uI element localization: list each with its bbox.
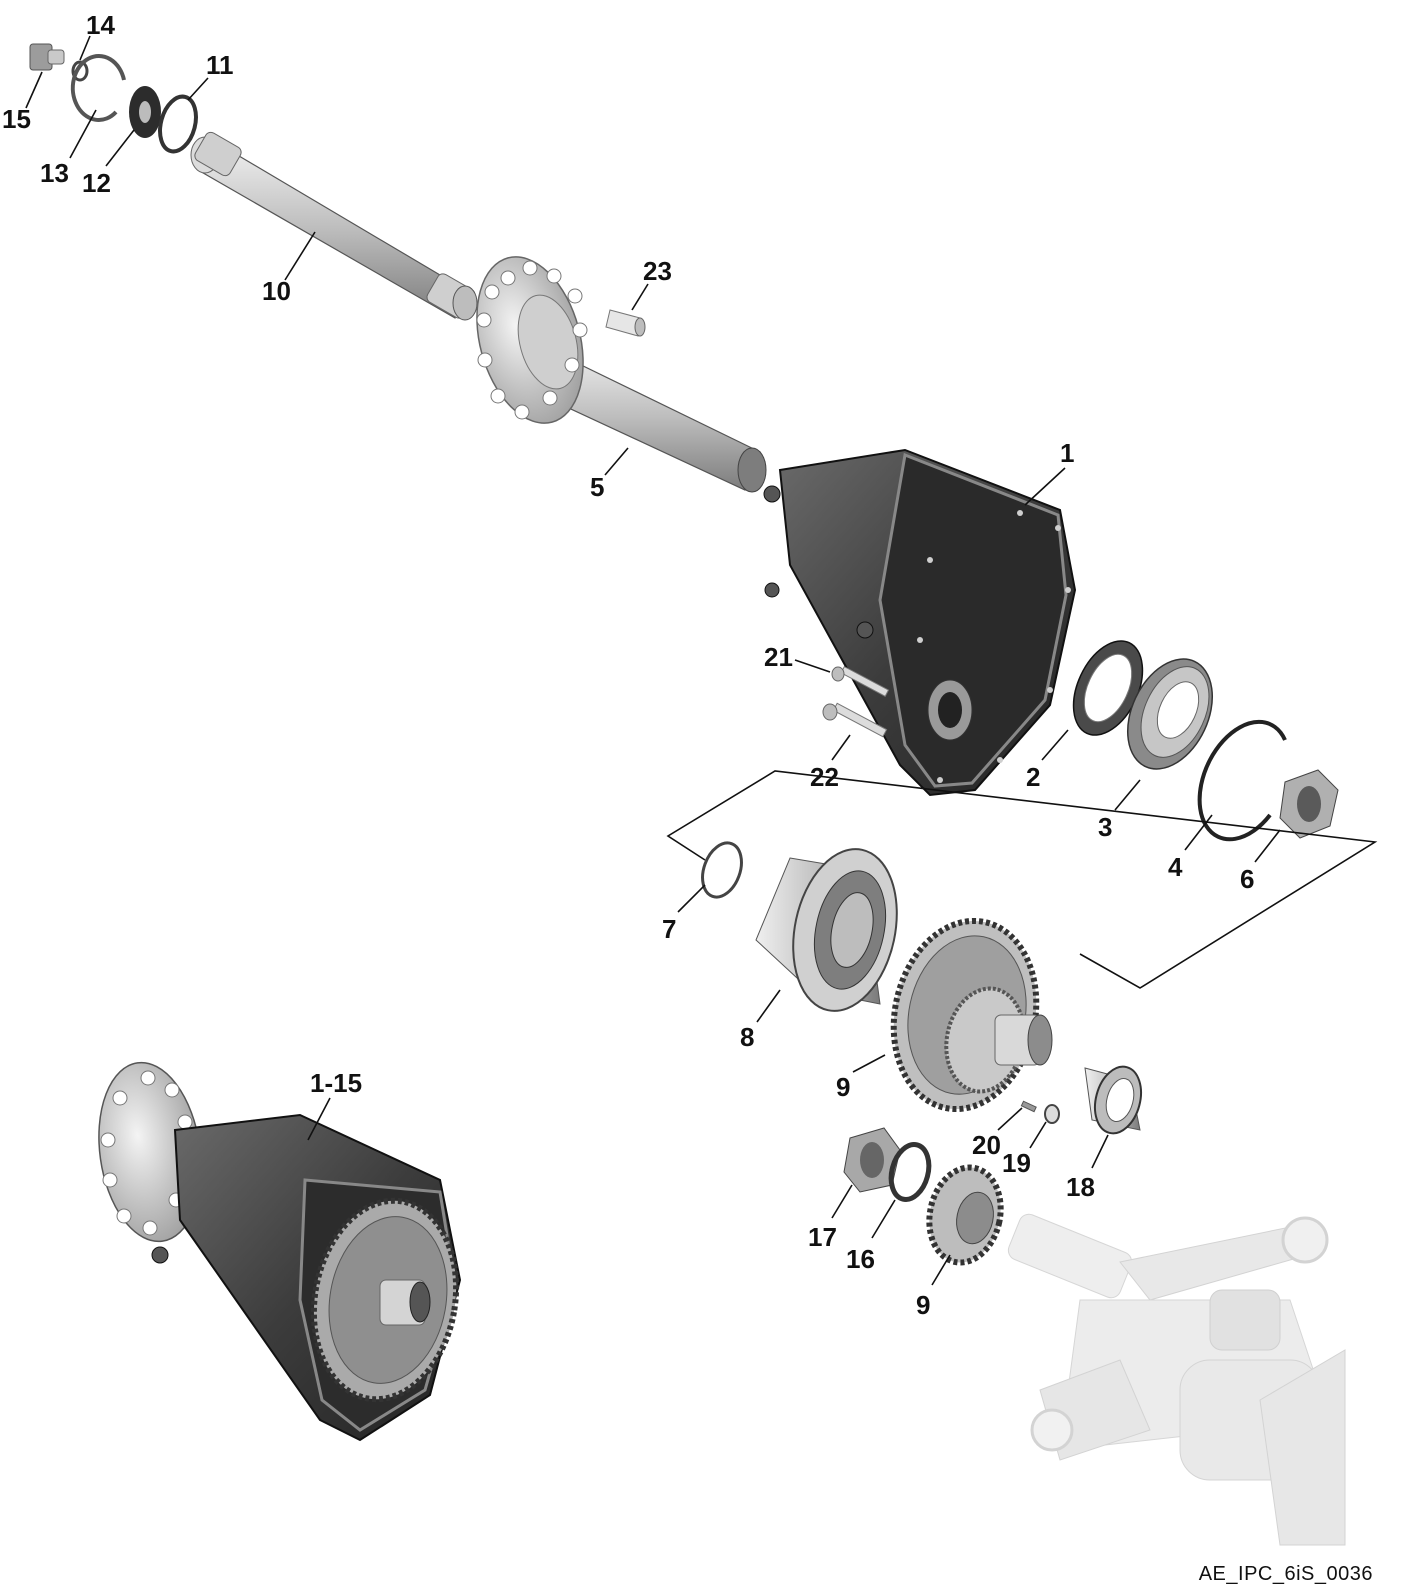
callout-9-large-gear: 9 [836, 1072, 850, 1102]
leader-lines [25, 35, 1281, 1286]
figure-code: AE_IPC_6iS_0036 [1198, 1563, 1373, 1585]
bolt-21 [831, 665, 890, 697]
callout-7: 7 [662, 914, 676, 944]
callout-12: 12 [82, 168, 111, 198]
small-gear-9 [926, 1164, 1004, 1266]
nut-6 [1279, 769, 1339, 839]
callout-1: 1 [1060, 438, 1074, 468]
washer-16 [888, 1142, 932, 1202]
transmission-housing-1 [763, 448, 1077, 797]
large-gear-9 [890, 917, 1053, 1113]
callout-20: 20 [972, 1130, 1001, 1160]
callout-15: 15 [2, 104, 31, 134]
kit-bracket [666, 770, 1378, 989]
nut-17 [843, 1127, 901, 1193]
washer-19 [1044, 1104, 1060, 1124]
callout-13: 13 [40, 158, 69, 188]
circlip-13 [70, 53, 126, 122]
callout-18: 18 [1066, 1172, 1095, 1202]
flanged-shaft-5 [476, 256, 767, 493]
callout-14: 14 [86, 10, 115, 40]
callout-labels: 15 14 13 12 11 10 23 5 1 21 22 2 3 4 6 7… [2, 10, 1254, 1320]
callout-4: 4 [1168, 852, 1183, 882]
seal-12 [129, 86, 161, 138]
callout-22: 22 [810, 762, 839, 792]
callout-21: 21 [764, 642, 793, 672]
callout-3: 3 [1098, 812, 1112, 842]
drive-shaft-10 [190, 131, 478, 321]
callout-23: 23 [643, 256, 672, 286]
o-ring-11 [158, 94, 198, 154]
clutch-drum-8 [755, 848, 898, 1012]
callout-1-15: 1-15 [310, 1068, 362, 1098]
callout-17: 17 [808, 1222, 837, 1252]
washer-14 [71, 60, 89, 82]
circlip-4 [1197, 719, 1287, 842]
callout-16: 16 [846, 1244, 875, 1274]
bolt-15 [29, 43, 65, 71]
callout-11: 11 [206, 50, 234, 80]
ball-bearing-3 [1126, 658, 1214, 770]
callout-9-small-gear: 9 [916, 1290, 930, 1320]
callout-6: 6 [1240, 864, 1254, 894]
callout-8: 8 [740, 1022, 754, 1052]
oil-seal-2 [1072, 640, 1144, 736]
housing-assembly-1-15 [98, 1061, 462, 1442]
snap-ring-7 [701, 841, 743, 899]
needle-bearing-18 [1084, 1065, 1143, 1135]
callout-5: 5 [590, 472, 604, 502]
crankshaft-ghost [1007, 1213, 1346, 1546]
dowel-pin-23 [605, 309, 646, 337]
bolt-22 [822, 702, 888, 738]
callout-10: 10 [262, 276, 291, 306]
bolt-20 [1020, 1100, 1037, 1113]
callout-2: 2 [1026, 762, 1040, 792]
callout-19: 19 [1002, 1148, 1031, 1178]
